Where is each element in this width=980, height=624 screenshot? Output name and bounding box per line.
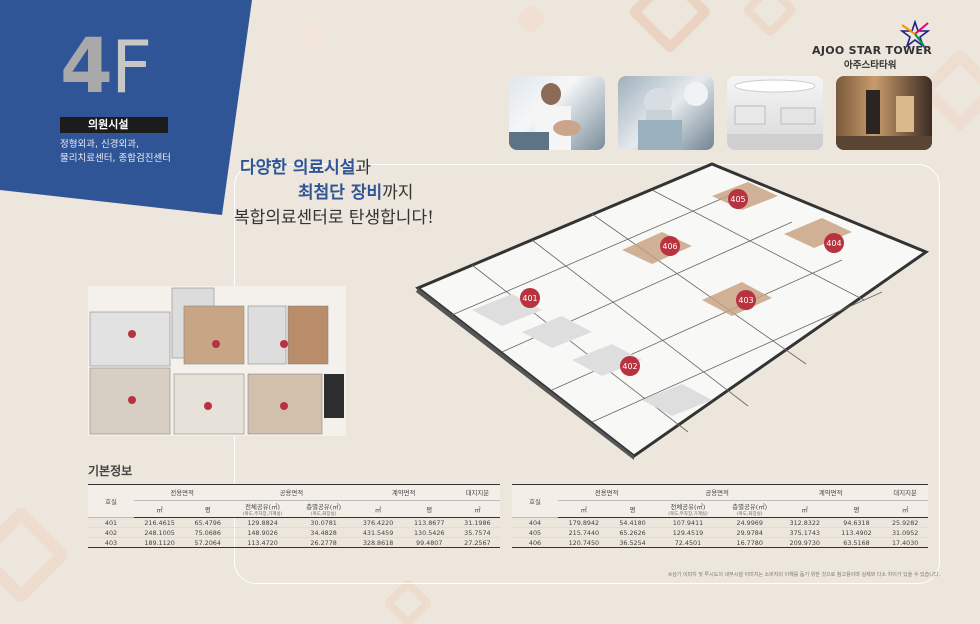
value-cell: 148.9026 — [230, 527, 295, 538]
category-label: 의원시설 — [60, 117, 168, 133]
unit-marker-403: 403 — [738, 296, 753, 305]
dental-treatment-photo — [509, 76, 605, 150]
value-cell: 54.4180 — [609, 517, 656, 528]
value-cell: 328.8618 — [352, 537, 404, 548]
department-list: 정형외과, 신경외과, 물리치료센터, 종합검진센터 — [60, 139, 171, 164]
value-cell: 107.9411 — [655, 517, 721, 528]
unit-marker-404: 404 — [826, 239, 841, 248]
brand-logo: AJOO STAR TOWER 아주스타타워 — [812, 44, 932, 71]
floor-title: 4F — [60, 21, 152, 110]
value-cell: 375.1743 — [778, 527, 831, 538]
value-cell: 24.9969 — [720, 517, 779, 528]
value-cell: 129.4519 — [655, 527, 721, 538]
value-cell: 16.7780 — [720, 537, 779, 548]
value-cell: 31.0952 — [882, 527, 928, 538]
decor-diamond — [627, 0, 713, 55]
disclaimer-note: ※상기 이미지 및 투시도의 내부시설 이미지는 소비자의 이해를 돕기 위한 … — [668, 572, 941, 578]
decor-diamond — [382, 577, 434, 624]
info-title: 기본정보 — [88, 464, 133, 478]
unit-cell: 403 — [88, 537, 134, 548]
value-cell: 26.2778 — [294, 537, 353, 548]
value-cell: 216.4615 — [134, 517, 186, 528]
unit-cell: 402 — [88, 527, 134, 538]
unit-cell: 401 — [88, 517, 134, 528]
value-cell: 63.5168 — [830, 537, 883, 548]
value-cell: 130.5426 — [403, 527, 455, 538]
value-cell: 75.0686 — [185, 527, 231, 538]
value-cell: 209.9730 — [778, 537, 831, 548]
unit-cell: 404 — [512, 517, 558, 528]
unit-marker-405: 405 — [730, 195, 745, 204]
value-cell: 99.4807 — [403, 537, 455, 548]
value-cell: 35.7574 — [454, 527, 500, 538]
star-logo-icon — [899, 20, 931, 48]
value-cell: 36.5254 — [609, 537, 656, 548]
decor-diamond — [515, 3, 547, 35]
value-cell: 113.4720 — [230, 537, 295, 548]
decor-diamond — [294, 14, 332, 52]
value-cell: 72.4501 — [655, 537, 721, 548]
value-cell: 17.4030 — [882, 537, 928, 548]
surgery-photo — [618, 76, 714, 150]
value-cell: 94.6318 — [830, 517, 883, 528]
value-cell: 376.4220 — [352, 517, 404, 528]
value-cell: 113.4902 — [830, 527, 883, 538]
value-cell: 29.9784 — [720, 527, 779, 538]
value-cell: 65.4796 — [185, 517, 231, 528]
value-cell: 179.8942 — [558, 517, 610, 528]
unit-cell: 405 — [512, 527, 558, 538]
headline: 다양한 의료시설과 최첨단 장비까지 복합의료센터로 탄생합니다! — [234, 158, 434, 228]
value-cell: 120.7450 — [558, 537, 610, 548]
value-cell: 129.8824 — [230, 517, 295, 528]
hallway-photo — [836, 76, 932, 150]
title-panel — [0, 0, 252, 215]
floor-plan-3d: 401 402 403 404 405 406 — [415, 162, 930, 460]
value-cell: 65.2626 — [609, 527, 656, 538]
value-cell: 57.2064 — [185, 537, 231, 548]
value-cell: 113.8677 — [403, 517, 455, 528]
value-cell: 31.1986 — [454, 517, 500, 528]
clinic-interior-photo — [727, 76, 823, 150]
value-cell: 248.1005 — [134, 527, 186, 538]
value-cell: 30.0781 — [294, 517, 353, 528]
value-cell: 312.8322 — [778, 517, 831, 528]
value-cell: 25.9282 — [882, 517, 928, 528]
area-table-right: 호실 전용면적 공용면적 계약면적 대지지분 ㎡ 평 전체공유(㎡)(복도,주차… — [512, 484, 928, 548]
unit-cell: 406 — [512, 537, 558, 548]
value-cell: 34.4828 — [294, 527, 353, 538]
value-cell: 189.1120 — [134, 537, 186, 548]
value-cell: 27.2567 — [454, 537, 500, 548]
decor-diamond — [741, 0, 799, 39]
floor-plan-2d — [88, 286, 346, 436]
area-table-left: 호실 전용면적 공용면적 계약면적 대지지분 ㎡ 평 전체공유(㎡)(복도,주차… — [88, 484, 500, 548]
unit-marker-401: 401 — [522, 294, 537, 303]
decor-diamond — [0, 505, 71, 605]
value-cell: 215.7440 — [558, 527, 610, 538]
unit-marker-406: 406 — [662, 242, 677, 251]
unit-marker-402: 402 — [622, 362, 637, 371]
value-cell: 431.5459 — [352, 527, 404, 538]
